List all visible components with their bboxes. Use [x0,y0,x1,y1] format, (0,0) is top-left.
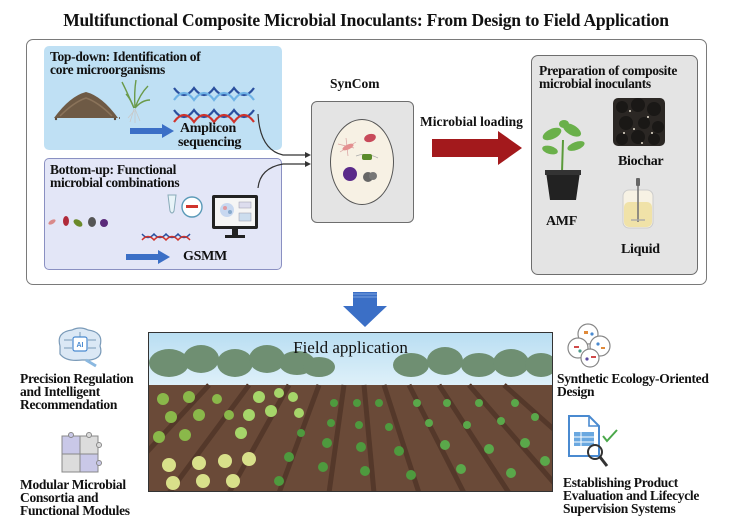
top-down-title: Top-down: Identification of core microor… [50,49,201,77]
preparation-title-line1: Preparation of composite [539,63,678,78]
puzzle-icon [61,432,102,473]
feature-text-line: Establishing Product [563,475,678,490]
ai-brain-icon: AI [58,327,102,368]
amplicon-sequencing-label: Amplicon sequencing [178,122,241,150]
feature-text-line: Modular Microbial [20,477,126,492]
feature-text-line: Recommendation [20,397,118,412]
bottom-up-title-line1: Bottom-up: Functional [50,162,177,177]
amf-label: AMF [546,214,577,229]
petri-dish-icon [330,119,394,205]
merge-arrows [257,113,311,189]
top-down-title-line1: Top-down: Identification of [50,49,201,64]
feature-text-line: and Intelligent [20,384,100,399]
field-application-image [148,332,553,492]
feature-precision-regulation: Precision Regulation and Intelligent Rec… [20,371,134,412]
feature-text-line: Evaluation and Lifecycle [563,488,700,503]
svg-text:AI: AI [77,342,84,349]
bottom-up-title: Bottom-up: Functional microbial combinat… [50,162,180,190]
amplicon-label-line2: sequencing [178,135,242,150]
field-application-title: Field application [293,338,408,357]
feature-synthetic-ecology: Synthetic Ecology-Oriented Design [557,371,709,399]
dna-helix-icon [141,232,191,242]
feature-text-line: Consortia and [20,490,99,505]
blue-arrow-icon [126,250,170,264]
syncom-label: SynCom [330,76,380,91]
computer-monitor-icon [212,195,258,238]
soil-pile-icon [54,92,120,121]
feature-text-line: Design [557,384,595,399]
biochar-icon [613,98,665,146]
liquid-label: Liquid [621,242,660,257]
dna-helix-icon [173,86,255,102]
document-inspection-icon [568,415,618,467]
blue-arrow-icon [130,124,174,138]
feature-text-line: Supervision Systems [563,501,676,516]
dna-helix-icon [173,108,255,124]
feature-text-line: Precision Regulation [20,371,134,386]
feature-modular-consortia: Modular Microbial Consortia and Function… [20,477,130,518]
field-scene [149,333,552,491]
bottom-up-title-line2: microbial combinations [50,175,180,190]
feature-text-line: Synthetic Ecology-Oriented [557,371,709,386]
gsmm-label: GSMM [183,249,227,264]
loading-arrow-icon [432,131,522,165]
preparation-box [531,55,698,275]
amplicon-label-line1: Amplicon [180,121,236,136]
microbes-icon [337,133,379,182]
down-arrow-icon [343,292,387,327]
microbial-community-icon [567,323,611,368]
bacteria-icon [48,216,108,227]
biochar-label: Biochar [618,154,664,169]
feature-text-line: Functional Modules [20,503,130,518]
potted-plant-icon [542,120,585,200]
feature-product-evaluation: Establishing Product Evaluation and Life… [563,475,700,516]
bioreactor-icon [622,178,654,229]
top-down-title-line2: core microorganisms [50,62,165,77]
microbial-loading-label: Microbial loading [420,114,523,129]
grass-plant-icon [121,79,151,123]
preparation-title-line2: microbial inoculants [539,76,651,91]
preparation-title: Preparation of composite microbial inocu… [539,63,678,91]
test-tube-icon [167,194,203,218]
diagram-title: Multifunctional Composite Microbial Inoc… [63,10,669,30]
